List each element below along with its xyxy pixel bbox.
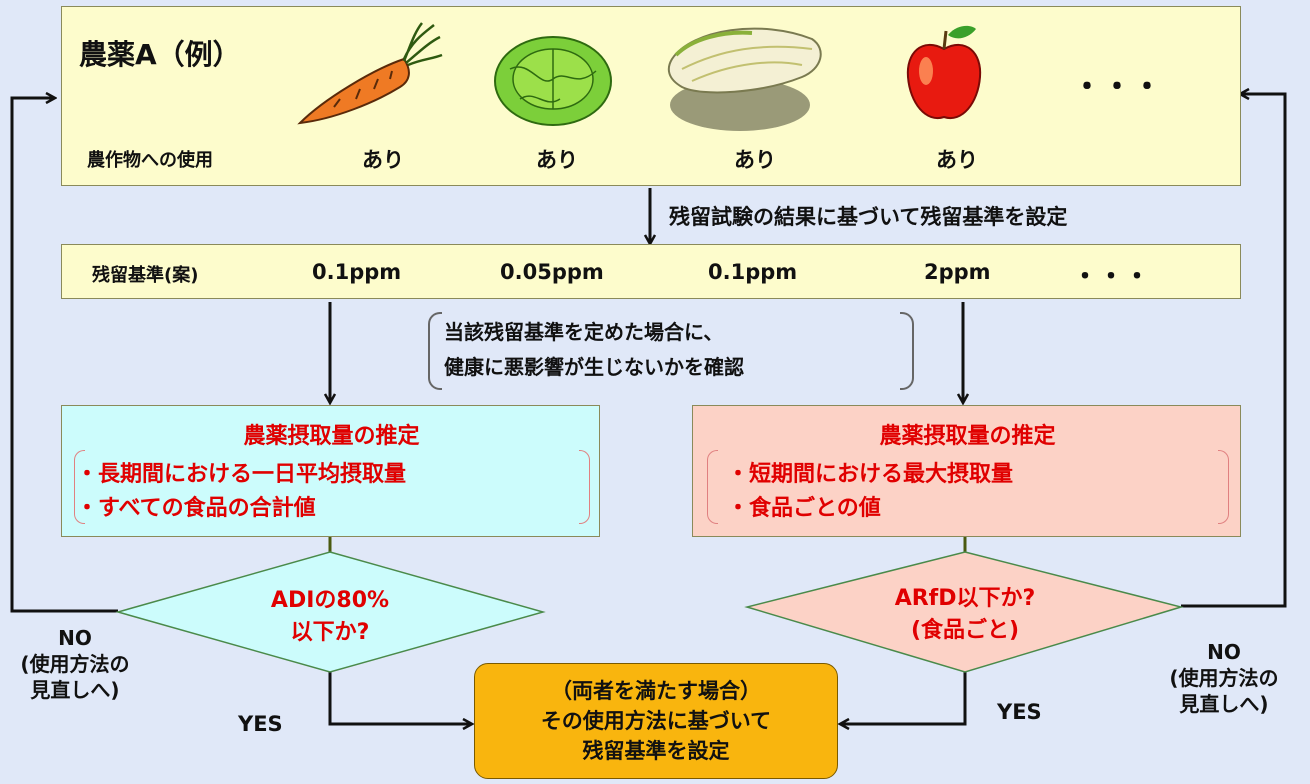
right-no-loop xyxy=(1181,94,1287,608)
chronic-intake-box: 農薬摂取量の推定 ・長期間における一日平均摂取量 ・すべての食品の合計値 xyxy=(61,405,600,537)
acute-intake-line1: ・短期間における最大摂取量 xyxy=(727,462,1014,487)
mrl-value-1: 0.1ppm xyxy=(312,260,402,284)
left-no-label: NO (使用方法の 見直しへ) xyxy=(20,626,130,702)
chronic-intake-line2: ・すべての食品の合計値 xyxy=(76,496,316,521)
carrot-icon xyxy=(297,22,443,125)
crop-usage-3: あり xyxy=(734,148,776,172)
result-line3: 残留基準を設定 xyxy=(582,739,730,763)
chronic-intake-line1: ・長期間における一日平均摂取量 xyxy=(76,462,407,487)
adi-check-line2: 以下か? xyxy=(290,620,370,645)
mrl-value-2: 0.05ppm xyxy=(500,260,604,284)
check-note-line1: 当該残留基準を定めた場合に、 xyxy=(444,320,724,344)
left-yes-arrow xyxy=(328,672,472,724)
apple-icon xyxy=(906,25,982,120)
arfd-check-line2: (食品ごと) xyxy=(910,618,1020,643)
acute-intake-title: 農薬摂取量の推定 xyxy=(879,424,1056,449)
crop-ellipsis: ・・・ xyxy=(1072,70,1162,105)
mrl-proposal-box: 残留基準(案) 0.1ppm 0.05ppm 0.1ppm 2ppm ・・・ xyxy=(61,244,1241,299)
check-note-line2: 健康に悪影響が生じないかを確認 xyxy=(444,355,744,379)
pesticide-crop-box: 農薬A（例） 農作物への使用 あり あり あり あり ・・・ xyxy=(61,6,1241,186)
right-no-label: NO (使用方法の 見直しへ) xyxy=(1169,640,1279,716)
left-no-loop xyxy=(10,98,118,613)
left-decision-diamond xyxy=(115,551,546,673)
chronic-intake-title: 農薬摂取量の推定 xyxy=(243,424,420,449)
right-yes-label: YES xyxy=(997,700,1042,724)
crop-usage-1: あり xyxy=(362,148,404,172)
acute-intake-line2: ・食品ごとの値 xyxy=(727,496,881,521)
left-yes-label: YES xyxy=(238,712,283,736)
mrl-value-4: 2ppm xyxy=(924,260,991,284)
pesticide-title: 農薬A（例） xyxy=(79,38,241,71)
crop-usage-2: あり xyxy=(536,148,578,172)
crop-usage-4: あり xyxy=(936,148,978,172)
result-line1: （両者を満たす場合） xyxy=(551,679,761,703)
result-box: （両者を満たす場合） その使用方法に基づいて 残留基準を設定 xyxy=(474,663,838,779)
chinese-cabbage-icon xyxy=(667,27,822,131)
usage-label: 農作物への使用 xyxy=(87,150,213,171)
step-label: 残留試験の結果に基づいて残留基準を設定 xyxy=(669,205,1068,229)
arfd-check-line1: ARfD以下か? xyxy=(894,586,1036,611)
result-line2: その使用方法に基づいて xyxy=(540,709,772,733)
right-yes-arrow xyxy=(840,672,967,724)
right-decision-diamond xyxy=(744,551,1184,673)
acute-intake-box: 農薬摂取量の推定 ・短期間における最大摂取量 ・食品ごとの値 xyxy=(692,405,1241,537)
mrl-value-3: 0.1ppm xyxy=(708,260,798,284)
lettuce-icon xyxy=(494,36,612,126)
check-note: 当該残留基準を定めた場合に、 健康に悪影響が生じないかを確認 xyxy=(428,312,914,390)
adi-check-line1: ADIの80% xyxy=(270,588,390,613)
mrl-ellipsis: ・・・ xyxy=(1072,262,1151,292)
mrl-label: 残留基準(案) xyxy=(92,265,199,286)
